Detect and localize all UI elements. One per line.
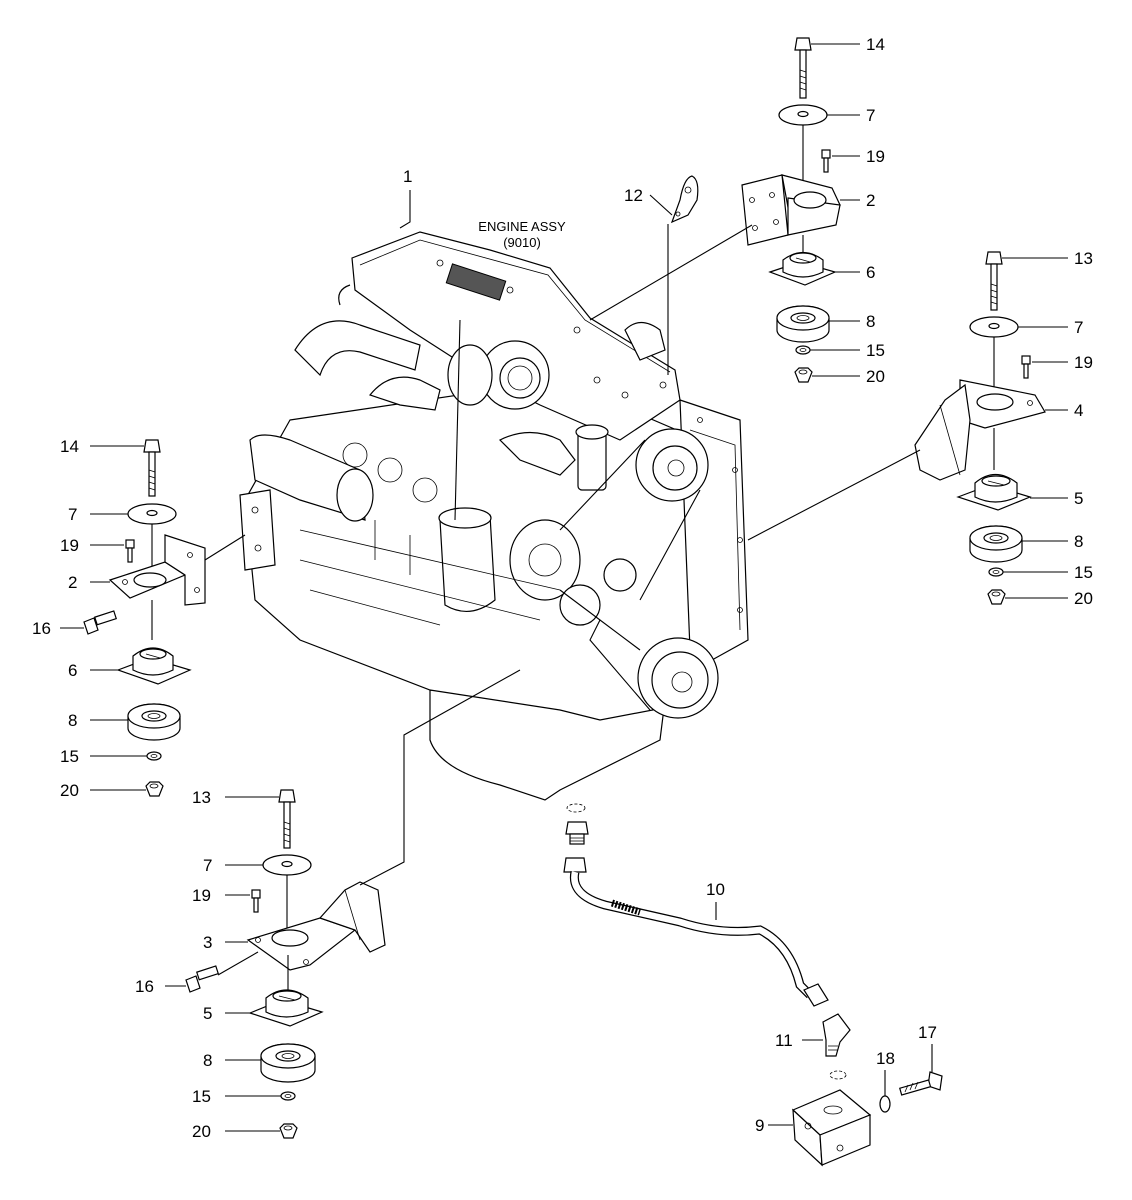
nut-20-top (794, 367, 813, 383)
cushion-8-right (969, 525, 1023, 563)
callout-12: 12 (624, 186, 643, 205)
assembly-label-number: (9010) (503, 235, 541, 250)
washer-15-bottom (280, 1091, 296, 1101)
callout-15-left: 15 (60, 747, 79, 766)
bolt-13-bottom (278, 789, 296, 849)
mount-6-left (116, 647, 192, 685)
nut-20-right (987, 589, 1006, 605)
callout-13-bottom: 13 (192, 788, 211, 807)
elbow-fitting-11 (822, 1013, 851, 1057)
callout-6-left: 6 (68, 661, 77, 680)
callout-4: 4 (1074, 401, 1083, 420)
callout-19-top: 19 (866, 147, 885, 166)
callout-7-top: 7 (866, 106, 875, 125)
drain-block-9 (791, 1089, 872, 1167)
cushion-8-left (127, 703, 181, 741)
mount-6-top (768, 251, 837, 286)
drain-hose-assembly (563, 803, 829, 1007)
callout-18: 18 (876, 1049, 895, 1068)
bolt-16-left (83, 610, 118, 635)
mount-stack-bottom: 13 7 19 3 (135, 669, 521, 1141)
callout-7-bottom: 7 (203, 856, 212, 875)
bolt-16-bottom (185, 965, 220, 993)
callout-1: 1 (403, 167, 412, 186)
mount-stack-top-right: 14 7 19 2 (589, 35, 885, 386)
washer-7-left (127, 503, 177, 525)
callout-14-left: 14 (60, 437, 79, 456)
mount-5-bottom (248, 989, 324, 1027)
bolt-14-left (143, 439, 161, 497)
callout-20-left: 20 (60, 781, 79, 800)
bracket-4 (914, 379, 1046, 481)
callout-7-left: 7 (68, 505, 77, 524)
washer-15-top (795, 345, 811, 355)
callout-6-top: 6 (866, 263, 875, 282)
bracket-3 (246, 881, 386, 971)
callout-10: 10 (706, 880, 725, 899)
washer-15-left (146, 751, 162, 761)
callout-15-bottom: 15 (192, 1087, 211, 1106)
callout-19-right: 19 (1074, 353, 1093, 372)
callout-19-left: 19 (60, 536, 79, 555)
callout-20-top: 20 (866, 367, 885, 386)
callout-19-bottom: 19 (192, 886, 211, 905)
callout-13-right: 13 (1074, 249, 1093, 268)
cushion-8-top (776, 305, 830, 343)
washer-15-right (988, 567, 1004, 577)
callout-3: 3 (203, 933, 212, 952)
bolt-19-right (1021, 355, 1031, 379)
lifting-bracket-12 (670, 175, 699, 224)
assembly-label-name: ENGINE ASSY (478, 219, 566, 234)
mount-stack-left: 14 7 19 2 (32, 437, 246, 800)
callout-16-bottom: 16 (135, 977, 154, 996)
callout-8-bottom: 8 (203, 1051, 212, 1070)
nut-20-bottom (279, 1123, 298, 1139)
callout-8-right: 8 (1074, 532, 1083, 551)
mount-stack-right: 13 7 19 4 (747, 249, 1093, 608)
nut-20-left (145, 781, 164, 797)
callout-5-bottom: 5 (203, 1004, 212, 1023)
callout-20-bottom: 20 (192, 1122, 211, 1141)
callout-14-top: 14 (866, 35, 885, 54)
bolt-14-top (794, 37, 812, 99)
callout-11: 11 (775, 1031, 793, 1050)
bolt-19-bottom (251, 889, 261, 913)
callout-15-right: 15 (1074, 563, 1093, 582)
callout-16-left: 16 (32, 619, 51, 638)
callout-2-left: 2 (68, 573, 77, 592)
callout-17: 17 (918, 1023, 937, 1042)
callout-15-top: 15 (866, 341, 885, 360)
bolt-17 (899, 1071, 943, 1096)
callout-7-right: 7 (1074, 318, 1083, 337)
callout-2-top: 2 (866, 191, 875, 210)
bolt-19-left (125, 539, 135, 563)
washer-7-bottom (262, 854, 312, 876)
callout-8-left: 8 (68, 711, 77, 730)
engine-assembly (239, 231, 749, 801)
mount-5-right (956, 473, 1032, 511)
washer-7-top (778, 104, 828, 126)
washer-7-right (969, 316, 1019, 338)
cushion-8-bottom (260, 1043, 316, 1083)
callout-9: 9 (755, 1116, 764, 1135)
bracket-2-top (741, 174, 841, 246)
callout-20-right: 20 (1074, 589, 1093, 608)
callout-5-right: 5 (1074, 489, 1083, 508)
bolt-13-right (985, 251, 1003, 311)
callout-8-top: 8 (866, 312, 875, 331)
bolt-19-top (821, 149, 831, 173)
bracket-2-left (108, 534, 206, 606)
seal-ring-18 (879, 1095, 891, 1113)
